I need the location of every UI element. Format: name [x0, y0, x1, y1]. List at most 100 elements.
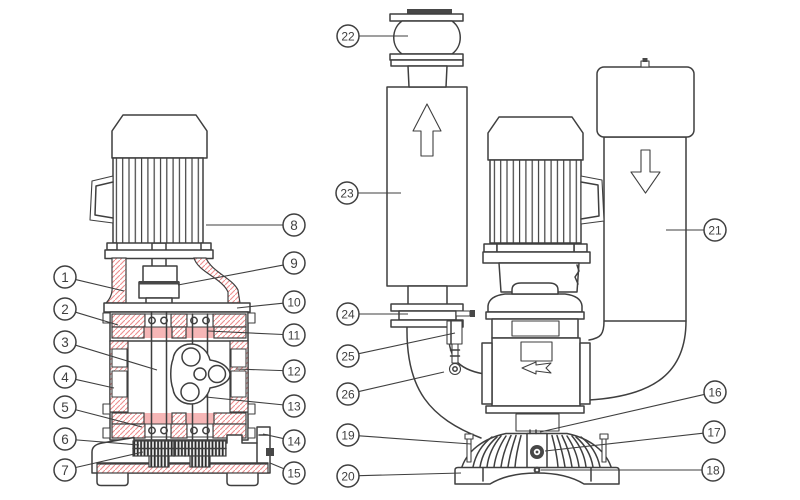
- leader-line: [205, 396, 284, 406]
- callout-number: 21: [708, 223, 722, 237]
- anchor-bolt: [599, 433, 609, 440]
- callout-17: 17: [544, 420, 726, 452]
- base-plate: [454, 466, 620, 485]
- leader-line: [235, 368, 284, 372]
- callout-number: 23: [340, 186, 354, 200]
- leader-line: [75, 279, 125, 292]
- leader-line: [358, 371, 445, 393]
- callout-23: 23: [335, 181, 401, 205]
- callout-circle: [336, 302, 360, 326]
- assembly-view: [386, 9, 695, 485]
- motor-assembly: [482, 116, 605, 264]
- callout-number: 6: [61, 432, 69, 447]
- callout-number: 22: [341, 29, 355, 43]
- callout-number: 16: [708, 385, 722, 399]
- callout-circle: [282, 429, 306, 453]
- callout-number: 19: [341, 428, 355, 442]
- callout-2: 2: [53, 297, 119, 326]
- leader-line: [75, 439, 140, 446]
- flow-up-arrow-icon: [412, 103, 442, 157]
- drain-valve: [446, 320, 463, 376]
- callout-circle: [703, 218, 727, 242]
- callout-19: 19: [336, 423, 472, 447]
- callout-circle: [53, 395, 77, 419]
- callout-circle: [282, 394, 306, 418]
- base-skirt: [454, 429, 620, 485]
- leader-line: [262, 433, 284, 440]
- gauge-port: [455, 310, 471, 317]
- callout-number: 12: [287, 364, 301, 378]
- callout-number: 13: [287, 399, 301, 413]
- leader-line: [177, 264, 284, 286]
- fan-cover: [111, 114, 208, 159]
- callout-12: 12: [235, 359, 306, 383]
- callout-4: 4: [53, 365, 115, 389]
- callout-9: 9: [177, 251, 306, 286]
- pump-casing: [102, 311, 256, 441]
- callout-circle: [282, 290, 306, 314]
- pump-body: [481, 337, 591, 432]
- leader-line: [75, 344, 158, 371]
- lantern-bracket: [103, 257, 251, 313]
- rotor-lobe-profile: [170, 343, 231, 405]
- gear-hub: [148, 455, 170, 468]
- callout-7: 7: [53, 451, 144, 482]
- callout-number: 2: [61, 302, 69, 317]
- leader-line: [358, 435, 472, 445]
- callout-20: 20: [336, 464, 462, 488]
- callout-layer: 1234567891011121314152223242526192021161…: [53, 24, 727, 488]
- callout-circle: [336, 24, 360, 48]
- motor-fins: [113, 158, 203, 243]
- callout-13: 13: [205, 394, 306, 418]
- callout-circle: [53, 265, 77, 289]
- callout-14: 14: [262, 429, 306, 453]
- shaft-seal-band: [144, 327, 172, 338]
- leader-line: [207, 330, 284, 336]
- leader-line: [236, 302, 284, 309]
- check-valve: [389, 9, 464, 88]
- sight-window: [520, 341, 553, 362]
- callout-number: 4: [61, 370, 69, 385]
- callout-6: 6: [53, 427, 140, 451]
- callout-circle: [53, 330, 77, 354]
- callout-circle: [282, 251, 306, 275]
- callout-number: 10: [287, 295, 301, 309]
- callout-number: 8: [290, 218, 298, 233]
- callout-number: 18: [706, 463, 720, 477]
- callout-10: 10: [236, 290, 306, 314]
- inlet-flange: [390, 285, 475, 328]
- callout-circle: [53, 458, 77, 482]
- callout-number: 15: [287, 466, 301, 480]
- callout-number: 26: [341, 387, 355, 401]
- motor-cross-section: [89, 114, 214, 269]
- leader-line: [75, 451, 144, 469]
- callout-circle: [53, 427, 77, 451]
- oil-sight-glass: [266, 448, 274, 456]
- cross-section-view: [89, 114, 274, 487]
- leader-line: [358, 472, 462, 477]
- callout-number: 17: [707, 425, 721, 439]
- leader-line: [539, 393, 705, 433]
- callout-circle: [703, 380, 727, 404]
- callout-22: 22: [336, 24, 408, 48]
- flow-down-arrow-icon: [630, 149, 661, 194]
- callout-8: 8: [206, 213, 306, 237]
- callout-circle: [282, 359, 306, 383]
- exhaust-filter: [596, 58, 695, 322]
- callout-number: 25: [341, 349, 355, 363]
- leader-line: [75, 378, 115, 389]
- callout-15: 15: [269, 461, 306, 485]
- callout-number: 11: [288, 328, 301, 342]
- callout-number: 14: [287, 434, 301, 448]
- callout-21: 21: [666, 218, 727, 242]
- callout-number: 24: [341, 307, 355, 321]
- callout-number: 1: [61, 270, 69, 285]
- callout-24: 24: [336, 302, 408, 326]
- coupling: [138, 265, 180, 308]
- callout-circle: [282, 213, 306, 237]
- fan-cover: [487, 116, 584, 161]
- leader-line: [75, 311, 119, 326]
- shaft-seal-band: [186, 327, 214, 338]
